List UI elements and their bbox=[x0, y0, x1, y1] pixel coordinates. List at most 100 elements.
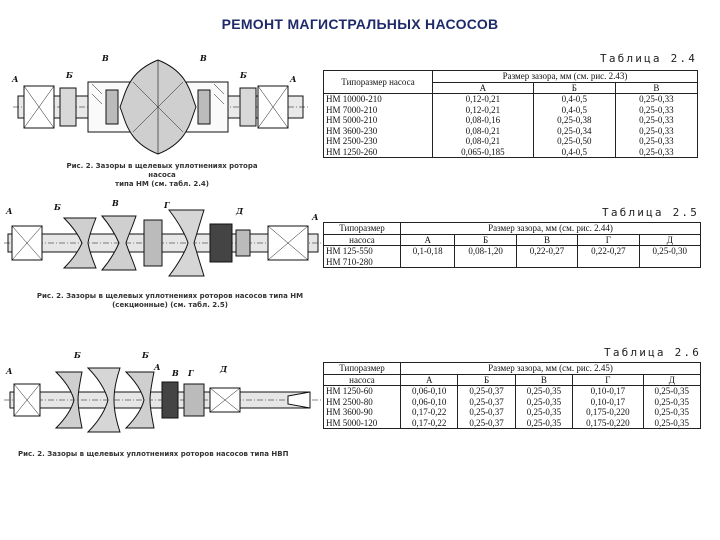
gap-value-cell: 0,17-0,22 bbox=[399, 417, 458, 429]
gap-value-cell: 0,08-0,16 bbox=[432, 115, 534, 126]
table-2-6-col-pump-2: насоса bbox=[323, 374, 401, 386]
gap-value-cell: 0,25-0,33 bbox=[614, 115, 698, 126]
table-2-4-letter-a: А bbox=[432, 82, 534, 94]
rotor-diagram-nvp: А Б Б А В Г Д bbox=[4, 352, 322, 433]
gap-value-cell: 0,10-0,17 bbox=[572, 396, 644, 407]
gap-value-cell: 0,25-0,33 bbox=[614, 136, 698, 147]
fig1-caption-line1: Рис. 2. Зазоры в щелевых уплотнениях рот… bbox=[66, 162, 258, 179]
pump-size-cell: НМ 1250-60 bbox=[323, 385, 401, 397]
fig1-caption-line2: типа НМ (см. табл. 2.4) bbox=[115, 180, 209, 188]
table-2-5-letter-v: В bbox=[515, 234, 578, 246]
fig1-mark-b-right: Б bbox=[239, 70, 247, 80]
fig3-mark-g: Г bbox=[187, 368, 194, 378]
table-2-5-col-gap: Размер зазора, мм (см. рис. 2.44) bbox=[400, 222, 701, 235]
table-2-5-letter-d: Д bbox=[638, 234, 701, 246]
gap-value-cell: 0,25-0,35 bbox=[514, 385, 573, 397]
table-2-4-letter-b: Б bbox=[532, 82, 616, 94]
fig2-mark-g: Г bbox=[163, 200, 170, 210]
table-2-5-letter-g: Г bbox=[577, 234, 640, 246]
gap-value-cell: 0,25-0,37 bbox=[457, 396, 516, 407]
gap-value-cell: 0,25-0,37 bbox=[457, 407, 516, 418]
fig3-mark-v: В bbox=[171, 368, 179, 378]
gap-value-cell: 0,25-0,35 bbox=[514, 396, 573, 407]
gap-value-cell: 0,06-0,10 bbox=[399, 385, 458, 397]
gap-value-cell: 0,25-0,33 bbox=[614, 125, 698, 136]
gap-value-cell: 0,25-0,37 bbox=[457, 417, 516, 429]
table-2-4-letter-v: В bbox=[614, 82, 698, 94]
table-2-5-letter-b: Б bbox=[454, 234, 517, 246]
table-2-6-letter-g: Г bbox=[572, 374, 644, 386]
gap-value-cell bbox=[638, 256, 701, 268]
table-2-5-col-pump-1: Типоразмер bbox=[323, 222, 401, 235]
fig3-mark-b-left: Б bbox=[73, 352, 81, 360]
gap-value-cell: 0,25-0,35 bbox=[642, 385, 701, 397]
table-2-6-caption: Таблица 2.6 bbox=[604, 346, 702, 359]
table-2-5: Типоразмер Размер зазора, мм (см. рис. 2… bbox=[323, 222, 701, 268]
table-2-6: Типоразмер Размер зазора, мм (см. рис. 2… bbox=[323, 362, 701, 429]
gap-value-cell: 0,25-0,38 bbox=[532, 115, 616, 126]
table-2-5-col-pump-2: насоса bbox=[323, 234, 401, 246]
fig1-mark-v-right: В bbox=[199, 53, 207, 63]
table-2-4-col-pump: Типоразмер насоса bbox=[323, 70, 433, 94]
gap-value-cell: 0,25-0,37 bbox=[457, 385, 516, 397]
table-2-6-col-pump-1: Типоразмер bbox=[323, 362, 401, 375]
gap-value-cell: 0,25-0,30 bbox=[638, 245, 701, 257]
table-2-6-letter-v: В bbox=[514, 374, 573, 386]
gap-value-cell: 0,12-0,21 bbox=[432, 93, 534, 105]
pump-size-cell: НМ 3600-90 bbox=[323, 407, 401, 418]
gap-value-cell: 0,25-0,34 bbox=[532, 125, 616, 136]
fig1-mark-a-left: А bbox=[11, 74, 19, 84]
pump-size-cell: НМ 710-280 bbox=[323, 256, 401, 268]
gap-value-cell: 0,17-0,22 bbox=[399, 407, 458, 418]
pump-size-cell: НМ 3600-230 bbox=[323, 125, 433, 136]
table-2-6-letter-a: А bbox=[399, 374, 458, 386]
fig1-mark-b-left: Б bbox=[65, 70, 73, 80]
fig1-mark-v-left: В bbox=[101, 53, 109, 63]
pump-size-cell: НМ 125-550 bbox=[323, 245, 401, 257]
gap-value-cell: 0,25-0,50 bbox=[532, 136, 616, 147]
fig2-mark-v: В bbox=[111, 198, 119, 208]
table-row: НМ 710-280 bbox=[323, 256, 701, 268]
rotor-diagram-nm: А Б В В Б А bbox=[11, 53, 308, 155]
pump-size-cell: НМ 1250-260 bbox=[323, 146, 433, 158]
pump-size-cell: НМ 10000-210 bbox=[323, 93, 433, 105]
gap-value-cell: 0,06-0,10 bbox=[399, 396, 458, 407]
fig2-caption-line1: Рис. 2. Зазоры в щелевых уплотнениях рот… bbox=[36, 292, 304, 300]
gap-value-cell: 0,10-0,17 bbox=[572, 385, 644, 397]
rotor-diagram-nm-sectional: А Б В Г Д А bbox=[4, 198, 322, 277]
gap-value-cell: 0,25-0,35 bbox=[514, 417, 573, 429]
pump-size-cell: НМ 2500-80 bbox=[323, 396, 401, 407]
gap-value-cell: 0,25-0,35 bbox=[514, 407, 573, 418]
table-2-6-letter-d: Д bbox=[642, 374, 701, 386]
pump-size-cell: НМ 2500-230 bbox=[323, 136, 433, 147]
table-2-4-caption: Таблица 2.4 bbox=[600, 52, 698, 65]
fig2-mark-d: Д bbox=[235, 206, 244, 216]
fig1-mark-a-right: А bbox=[289, 74, 297, 84]
gap-value-cell bbox=[454, 256, 517, 268]
gap-value-cell: 0,25-0,35 bbox=[642, 417, 701, 429]
gap-value-cell: 0,175-0,220 bbox=[572, 417, 644, 429]
fig3-mark-d: Д bbox=[219, 364, 228, 374]
gap-value-cell bbox=[577, 256, 640, 268]
gap-value-cell: 0,4-0,5 bbox=[532, 146, 616, 158]
gap-value-cell: 0,4-0,5 bbox=[532, 93, 616, 105]
pump-size-cell: НМ 5000-120 bbox=[323, 417, 401, 429]
fig2-mark-b: Б bbox=[53, 202, 61, 212]
fig3-caption-line1: Рис. 2. Зазоры в щелевых уплотнениях рот… bbox=[18, 450, 289, 458]
gap-value-cell: 0,22-0,27 bbox=[577, 245, 640, 257]
gap-value-cell: 0,25-0,33 bbox=[614, 104, 698, 115]
gap-value-cell: 0,4-0,5 bbox=[532, 104, 616, 115]
fig3-caption: Рис. 2. Зазоры в щелевых уплотнениях рот… bbox=[18, 450, 318, 459]
fig2-caption: Рис. 2. Зазоры в щелевых уплотнениях рот… bbox=[20, 292, 320, 310]
pump-size-cell: НМ 7000-210 bbox=[323, 104, 433, 115]
